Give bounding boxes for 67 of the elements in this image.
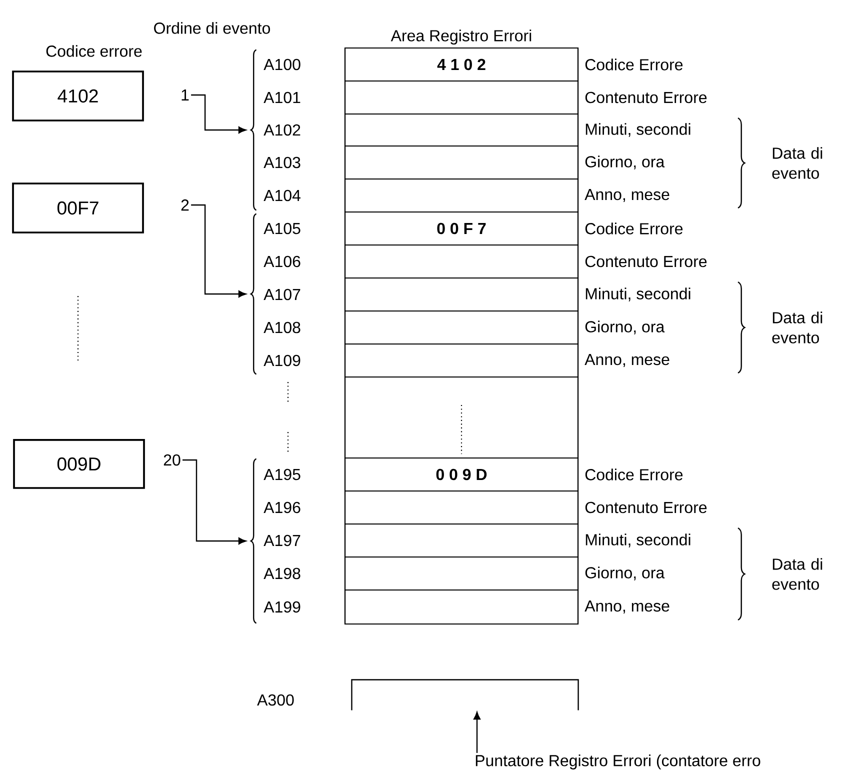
- field-label: Giorno, ora: [585, 566, 665, 580]
- error-code-box: 00F7: [12, 182, 144, 234]
- arrow: [191, 94, 246, 134]
- address-label: A101: [264, 92, 300, 104]
- register-row: [344, 523, 579, 558]
- address-label: A197: [264, 534, 300, 546]
- register-row: [344, 145, 579, 180]
- event-number: 1: [182, 90, 189, 100]
- field-label: Minuti, secondi: [586, 534, 690, 548]
- field-label: Codice Errore: [585, 468, 683, 480]
- brace: [250, 213, 257, 375]
- address-label: A108: [264, 322, 300, 334]
- field-group-label: Data di evento: [772, 147, 822, 179]
- field-group-label: Data di evento: [772, 558, 822, 590]
- address-label: A104: [264, 190, 300, 202]
- field-label: Contenuto Errore: [585, 92, 707, 104]
- register-row: [344, 343, 579, 378]
- brace: [250, 49, 257, 211]
- field-label: Codice Errore: [585, 58, 683, 70]
- address-label: A103: [264, 156, 300, 168]
- register-row: [344, 80, 579, 115]
- address-label: A102: [264, 124, 300, 136]
- field-label: Minuti, secondi: [586, 288, 690, 302]
- column-heading: Ordine di evento: [154, 22, 270, 34]
- register-row: 4 1 0 2: [344, 47, 579, 82]
- register-row: [344, 490, 579, 525]
- register-row: [344, 376, 579, 459]
- arrow: [191, 204, 246, 298]
- field-group-label: Data di evento: [772, 312, 822, 344]
- address-label: A106: [264, 256, 300, 268]
- field-label: Minuti, secondi: [586, 123, 690, 137]
- field-label: Contenuto Errore: [585, 502, 707, 514]
- register-row: [344, 310, 579, 345]
- register-row: [344, 589, 579, 625]
- pointer-label: Puntatore Registro Errori (contatore erro: [476, 754, 760, 770]
- arrow: [474, 712, 480, 753]
- address-label: A196: [264, 502, 300, 514]
- field-label: Codice Errore: [585, 222, 683, 234]
- field-label: Giorno, ora: [585, 156, 665, 170]
- address-label: A109: [264, 354, 300, 366]
- node-label: Area Registro Errori: [390, 30, 532, 45]
- arrow: [182, 459, 246, 544]
- register-row: [344, 244, 579, 279]
- error-code-box: 009D: [13, 439, 145, 489]
- register-row: [344, 556, 579, 591]
- field-label: Contenuto Errore: [585, 256, 707, 268]
- address-label: A195: [264, 468, 300, 480]
- address-label: A105: [264, 222, 300, 234]
- register-row: 0 0 9 D: [344, 457, 579, 492]
- register-row: 0 0 F 7: [344, 211, 579, 246]
- address-label: A100: [264, 58, 300, 70]
- register-row: [344, 277, 579, 312]
- brace: [250, 458, 257, 624]
- register-row: [344, 178, 579, 213]
- field-label: Anno, mese: [584, 354, 670, 368]
- error-code-box: 4102: [12, 70, 144, 122]
- field-label: Giorno, ora: [585, 320, 665, 334]
- address-label: A198: [264, 568, 300, 580]
- address-label: A107: [264, 288, 300, 300]
- column-heading: Codice errore: [46, 45, 142, 57]
- address-label: A199: [264, 601, 300, 613]
- field-label: Anno, mese: [584, 188, 670, 202]
- register-row: [344, 113, 579, 147]
- event-number: 20: [164, 454, 180, 466]
- event-number: 2: [181, 199, 189, 211]
- field-label: Anno, mese: [584, 600, 670, 614]
- address-label: A300: [257, 694, 294, 706]
